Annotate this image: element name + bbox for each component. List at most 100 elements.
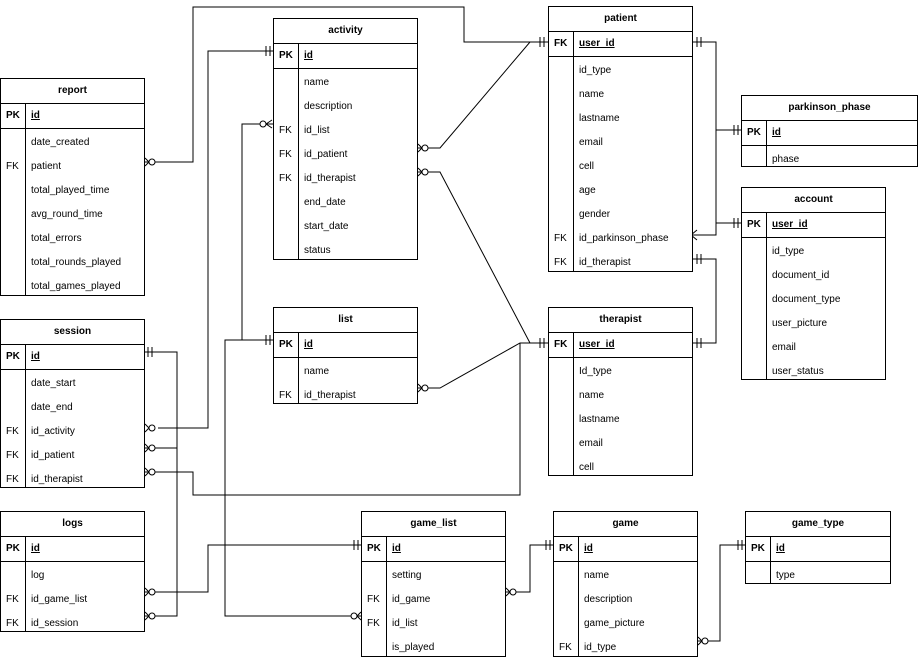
- field-name: email: [772, 342, 796, 353]
- field-name: name: [584, 570, 610, 581]
- field-row: cell: [549, 155, 692, 179]
- field-name: id_therapist: [304, 390, 356, 401]
- rel-therapist-patient: [693, 258, 717, 344]
- key-label: PK: [751, 543, 765, 554]
- field-name: user_picture: [772, 318, 828, 329]
- field-name: id: [772, 127, 781, 138]
- field-row: avg_round_time: [1, 203, 144, 227]
- field-name: is_played: [392, 642, 435, 653]
- field-row: date_end: [1, 396, 144, 420]
- field-name: date_end: [31, 402, 73, 413]
- field-row: FK id_parkinson_phase: [549, 227, 692, 251]
- field-row: email: [549, 131, 692, 155]
- field-row: game_picture: [554, 612, 697, 636]
- field-row: FK id_game: [362, 588, 505, 612]
- field-name: id_game: [392, 594, 431, 605]
- key-label: FK: [559, 642, 572, 653]
- field-name: type: [776, 570, 795, 581]
- field-row: id_type: [549, 59, 692, 83]
- cardinality-markers: [144, 37, 743, 646]
- field-row: type: [746, 564, 890, 588]
- field-name: total_played_time: [31, 185, 110, 196]
- key-label: FK: [279, 173, 292, 184]
- field-name: id_therapist: [304, 173, 356, 184]
- rel-game-gamelist: [506, 544, 553, 593]
- field-name: id: [584, 543, 593, 554]
- field-name: description: [584, 594, 633, 605]
- field-row: total_played_time: [1, 179, 144, 203]
- entity-title: parkinson_phase: [742, 96, 917, 121]
- rel-gametype-game: [698, 544, 745, 642]
- field-name: id_patient: [31, 450, 75, 461]
- rel-phase-patient: [693, 129, 741, 236]
- field-name: id_session: [31, 618, 79, 629]
- field-row: setting: [362, 564, 505, 588]
- field-name: id: [304, 50, 313, 61]
- field-name: id_game_list: [31, 594, 88, 605]
- key-label: FK: [6, 161, 19, 172]
- field-row: FK id_therapist: [274, 167, 417, 191]
- field-name: name: [579, 89, 605, 100]
- field-name: id: [776, 543, 785, 554]
- field-row: lastname: [549, 408, 692, 432]
- field-name: id: [304, 339, 313, 350]
- field-name: start_date: [304, 221, 349, 232]
- field-name: gender: [579, 209, 611, 220]
- entity-title: list: [274, 308, 417, 333]
- field-row: age: [549, 179, 692, 203]
- field-name: email: [579, 438, 603, 449]
- field-name: name: [304, 366, 330, 377]
- field-name: end_date: [304, 197, 346, 208]
- key-label: FK: [554, 233, 567, 244]
- field-name: game_picture: [584, 618, 645, 629]
- field-name: user_id: [579, 38, 615, 49]
- field-name: id: [31, 351, 40, 362]
- field-name: patient: [31, 161, 62, 172]
- field-row: lastname: [549, 107, 692, 131]
- field-row: phase: [742, 148, 917, 172]
- key-label: FK: [367, 594, 380, 605]
- entity-title: report: [1, 79, 144, 104]
- field-name: id: [31, 543, 40, 554]
- field-name: id_list: [304, 125, 330, 136]
- field-row: name: [274, 360, 417, 384]
- field-name: id_list: [392, 618, 418, 629]
- entity-title: account: [742, 188, 885, 213]
- field-name: cell: [579, 161, 595, 172]
- rel-activity-session: [158, 50, 273, 429]
- key-label: FK: [6, 426, 19, 437]
- field-row: description: [274, 95, 417, 119]
- field-name: email: [579, 137, 603, 148]
- field-name: id_parkinson_phase: [579, 233, 669, 244]
- entity-title: game: [554, 512, 697, 537]
- field-name: Id_type: [579, 366, 612, 377]
- key-label: PK: [6, 110, 20, 121]
- key-label: FK: [367, 618, 380, 629]
